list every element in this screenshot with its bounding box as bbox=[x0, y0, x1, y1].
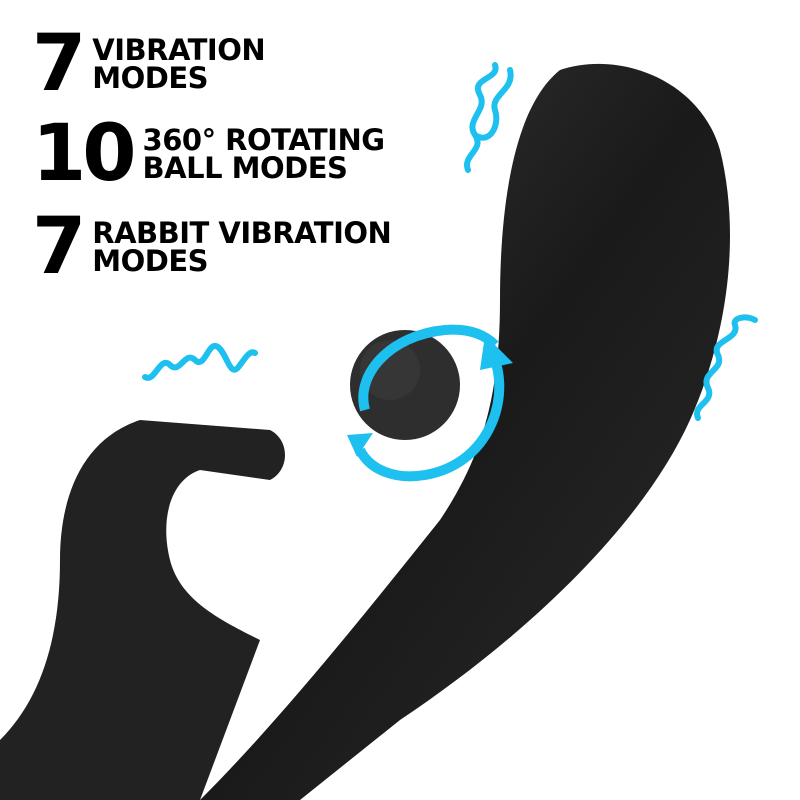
feature-label: VIBRATION MODES bbox=[92, 33, 266, 95]
vibration-wave-icon bbox=[694, 314, 758, 421]
vibration-wave-icon bbox=[464, 62, 514, 173]
feature-label: 360° ROTATING BALL MODES bbox=[142, 123, 385, 185]
feature-number: 7 bbox=[32, 19, 86, 109]
rotation-arrows-icon bbox=[347, 324, 513, 482]
feature-number: 7 bbox=[32, 202, 86, 292]
feature-rabbit-vibration-modes: 7 RABBIT VIBRATION MODES bbox=[32, 202, 392, 292]
feature-number: 10 bbox=[32, 109, 137, 199]
vibration-wave-icon bbox=[142, 342, 258, 381]
feature-vibration-modes: 7 VIBRATION MODES bbox=[32, 19, 266, 109]
feature-label: RABBIT VIBRATION MODES bbox=[92, 216, 392, 278]
feature-rotating-ball-modes: 10 360° ROTATING BALL MODES bbox=[32, 115, 385, 193]
